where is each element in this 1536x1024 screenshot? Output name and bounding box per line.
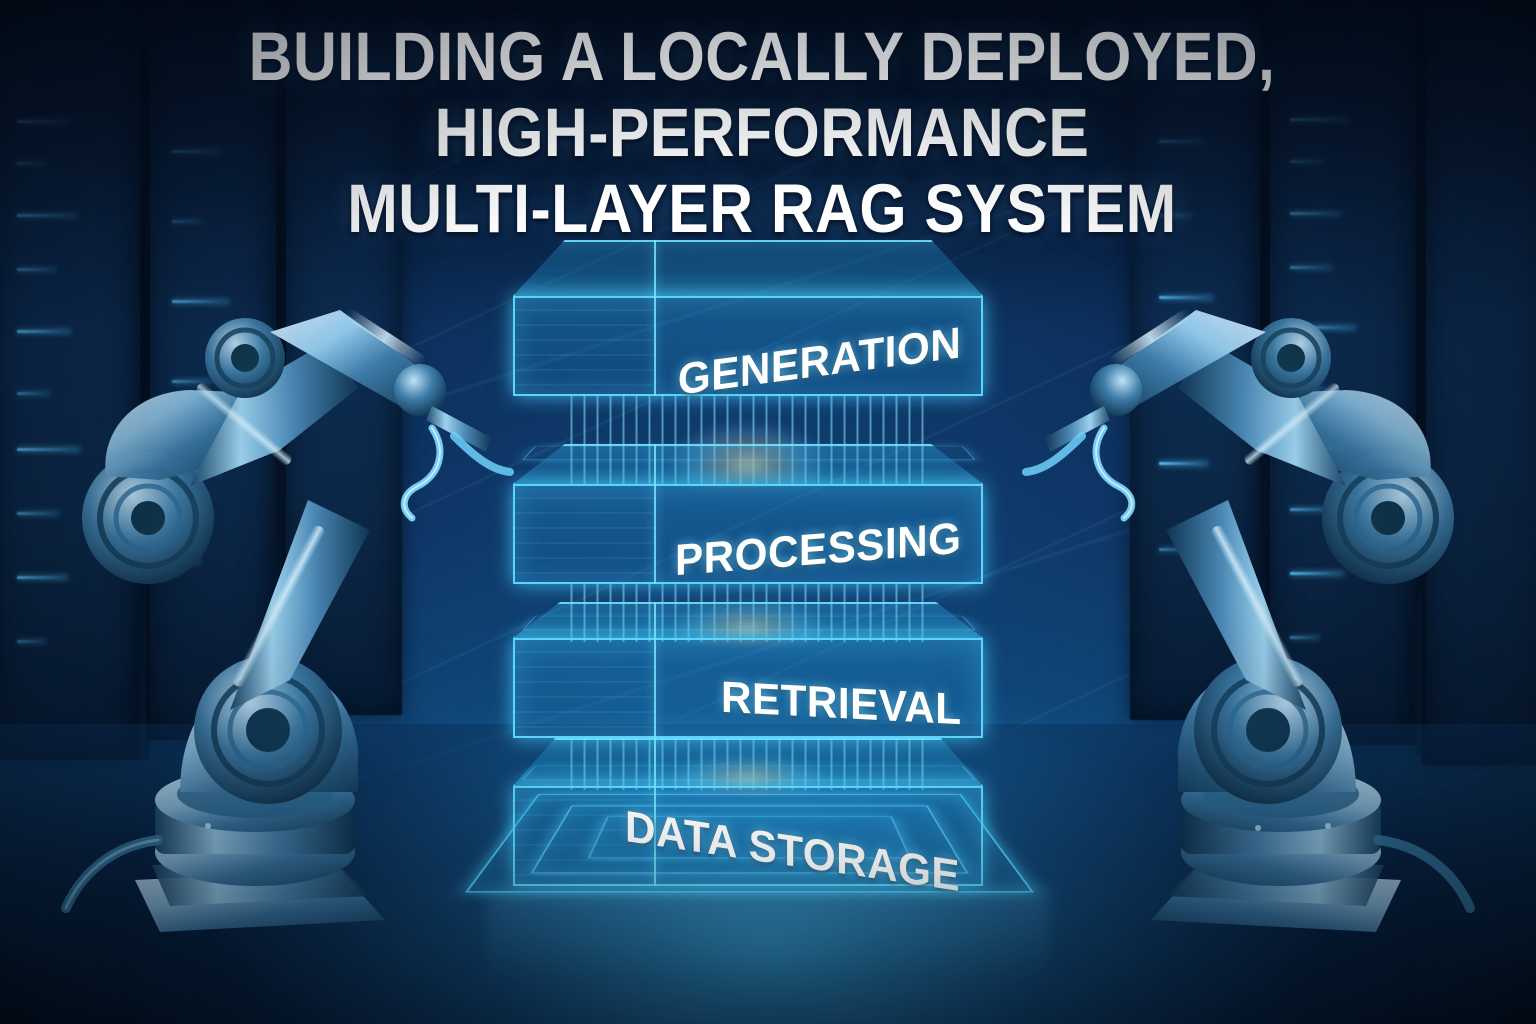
hero-banner: BUILDING A LOCALLY DEPLOYED, HIGH-PERFOR… — [0, 0, 1536, 1024]
vignette-overlay — [0, 0, 1536, 1024]
